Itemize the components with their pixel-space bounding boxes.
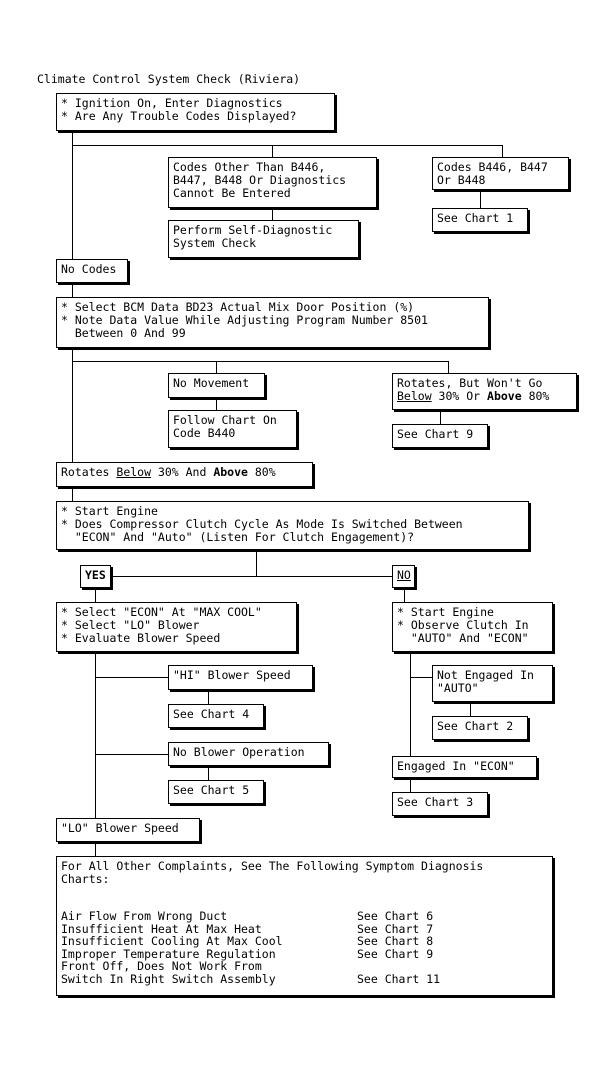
no-codes-box: No Codes [56, 259, 128, 283]
lo-blower-box: "LO" Blower Speed [56, 818, 200, 842]
connector-line [95, 588, 96, 602]
no-blower-box: No Blower Operation [168, 742, 329, 766]
rotates-below-above-box: Rotates Below 30% And Above 80% [56, 462, 313, 487]
symptom-chart-ref: See Chart 9 [357, 946, 434, 961]
symptom-chart-ref: See Chart 8 [357, 934, 434, 949]
connector-line [95, 652, 96, 818]
select-econ-box: * Select "ECON" At "MAX COOL" * Select "… [56, 602, 297, 652]
no-movement-box: No Movement [168, 373, 265, 398]
above-text: Above [487, 389, 522, 403]
see-chart-5-box: See Chart 5 [168, 780, 264, 804]
symptom-label: Air Flow From Wrong Duct [61, 909, 228, 923]
connector-line [502, 145, 503, 157]
codes-other-box: Codes Other Than B446, B447, B448 Or Dia… [168, 157, 377, 208]
connector-line [410, 652, 411, 756]
connector-line [95, 576, 405, 577]
connector-line [410, 677, 433, 678]
symptom-row: Improper Temperature Regulation See Chart… [61, 946, 548, 961]
start-engine-observe-box: * Start Engine * Observe Clutch In "AUTO… [392, 602, 553, 652]
symptom-label: Improper Temperature Regulation [61, 946, 276, 961]
symptom-row: Switch In Right Switch Assembly See Chart… [61, 971, 548, 986]
connector-line [72, 487, 73, 501]
connector-line [72, 131, 73, 261]
connector-line [448, 361, 449, 373]
yes-box: YES [80, 565, 111, 588]
symptom-chart-ref: See Chart 11 [357, 971, 441, 986]
see-chart-2-box: See Chart 2 [432, 716, 528, 740]
connector-line [208, 766, 209, 780]
other-complaints-header: For All Other Complaints, See The Follow… [61, 859, 484, 886]
connector-line [216, 398, 217, 410]
symptom-label: Insufficient Heat At Max Heat [61, 921, 262, 936]
symptom-label: Front Off, Does Not Work From [61, 959, 262, 974]
diagram-title: Climate Control System Check (Riviera) [37, 72, 301, 86]
symptom-chart-ref: See Chart 7 [357, 921, 434, 936]
rotates-end: 80% [247, 465, 276, 479]
connector-line [208, 690, 209, 704]
perform-self-diag-box: Perform Self-Diagnostic System Check [168, 220, 359, 258]
connector-line [440, 410, 441, 424]
symptom-row: Insufficient Heat At Max Heat See Chart 7 [61, 921, 548, 936]
no-box: NO [392, 565, 415, 588]
connector-line [95, 754, 169, 755]
follow-chart-b440-box: Follow Chart On Code B440 [168, 410, 297, 448]
see-chart-9-box: See Chart 9 [392, 424, 488, 448]
connector-line [272, 145, 273, 157]
connector-line [95, 842, 96, 856]
symptom-label: Insufficient Cooling At Max Cool [61, 934, 283, 949]
see-chart-3-box: See Chart 3 [392, 792, 488, 816]
rotates-wont-go-mid: 30% Or [431, 389, 488, 403]
symptom-row: Front Off, Does Not Work From [61, 960, 548, 973]
hi-blower-box: "HI" Blower Speed [168, 665, 313, 690]
see-chart-4-box: See Chart 4 [168, 704, 264, 728]
symptom-row: Air Flow From Wrong Duct See Chart 6 [61, 910, 548, 923]
rotates-wont-go-line1: Rotates, But Won't Go [397, 376, 543, 390]
start-engine-question-box: * Start Engine * Does Compressor Clutch … [56, 501, 529, 550]
connector-line [272, 208, 273, 220]
rotates-start: Rotates [61, 465, 117, 479]
connector-line [72, 145, 503, 146]
connector-line [72, 361, 449, 362]
symptom-chart-ref: See Chart 6 [357, 909, 434, 923]
select-bcm-box: * Select BCM Data BD23 Actual Mix Door P… [56, 297, 489, 348]
connector-line [470, 702, 471, 716]
above-text: Above [213, 465, 248, 479]
connector-line [95, 677, 169, 678]
symptom-label: Switch In Right Switch Assembly [61, 971, 276, 986]
codes-b446-box: Codes B446, B447 Or B448 [432, 157, 569, 190]
connector-line [216, 361, 217, 373]
connector-line [72, 283, 73, 297]
below-text: Below [397, 389, 432, 403]
below-text: Below [116, 465, 152, 479]
connector-line [256, 550, 257, 576]
connector-line [410, 778, 411, 792]
see-chart-1-box: See Chart 1 [432, 208, 528, 232]
start-diagnostics-box: * Ignition On, Enter Diagnostics * Are A… [56, 93, 335, 131]
connector-line [480, 190, 481, 208]
rotates-mid: 30% And [151, 465, 214, 479]
rotates-wont-go-end: 80% [521, 389, 550, 403]
not-engaged-auto-box: Not Engaged In "AUTO" [432, 665, 553, 702]
symptom-row: Insufficient Cooling At Max Cool See Char… [61, 935, 548, 948]
other-complaints-box: For All Other Complaints, See The Follow… [56, 856, 553, 996]
connector-line [72, 348, 73, 464]
engaged-econ-box: Engaged In "ECON" [392, 756, 537, 778]
connector-line [404, 588, 405, 602]
rotates-wont-go-box: Rotates, But Won't Go Below 30% Or Above… [392, 373, 577, 410]
